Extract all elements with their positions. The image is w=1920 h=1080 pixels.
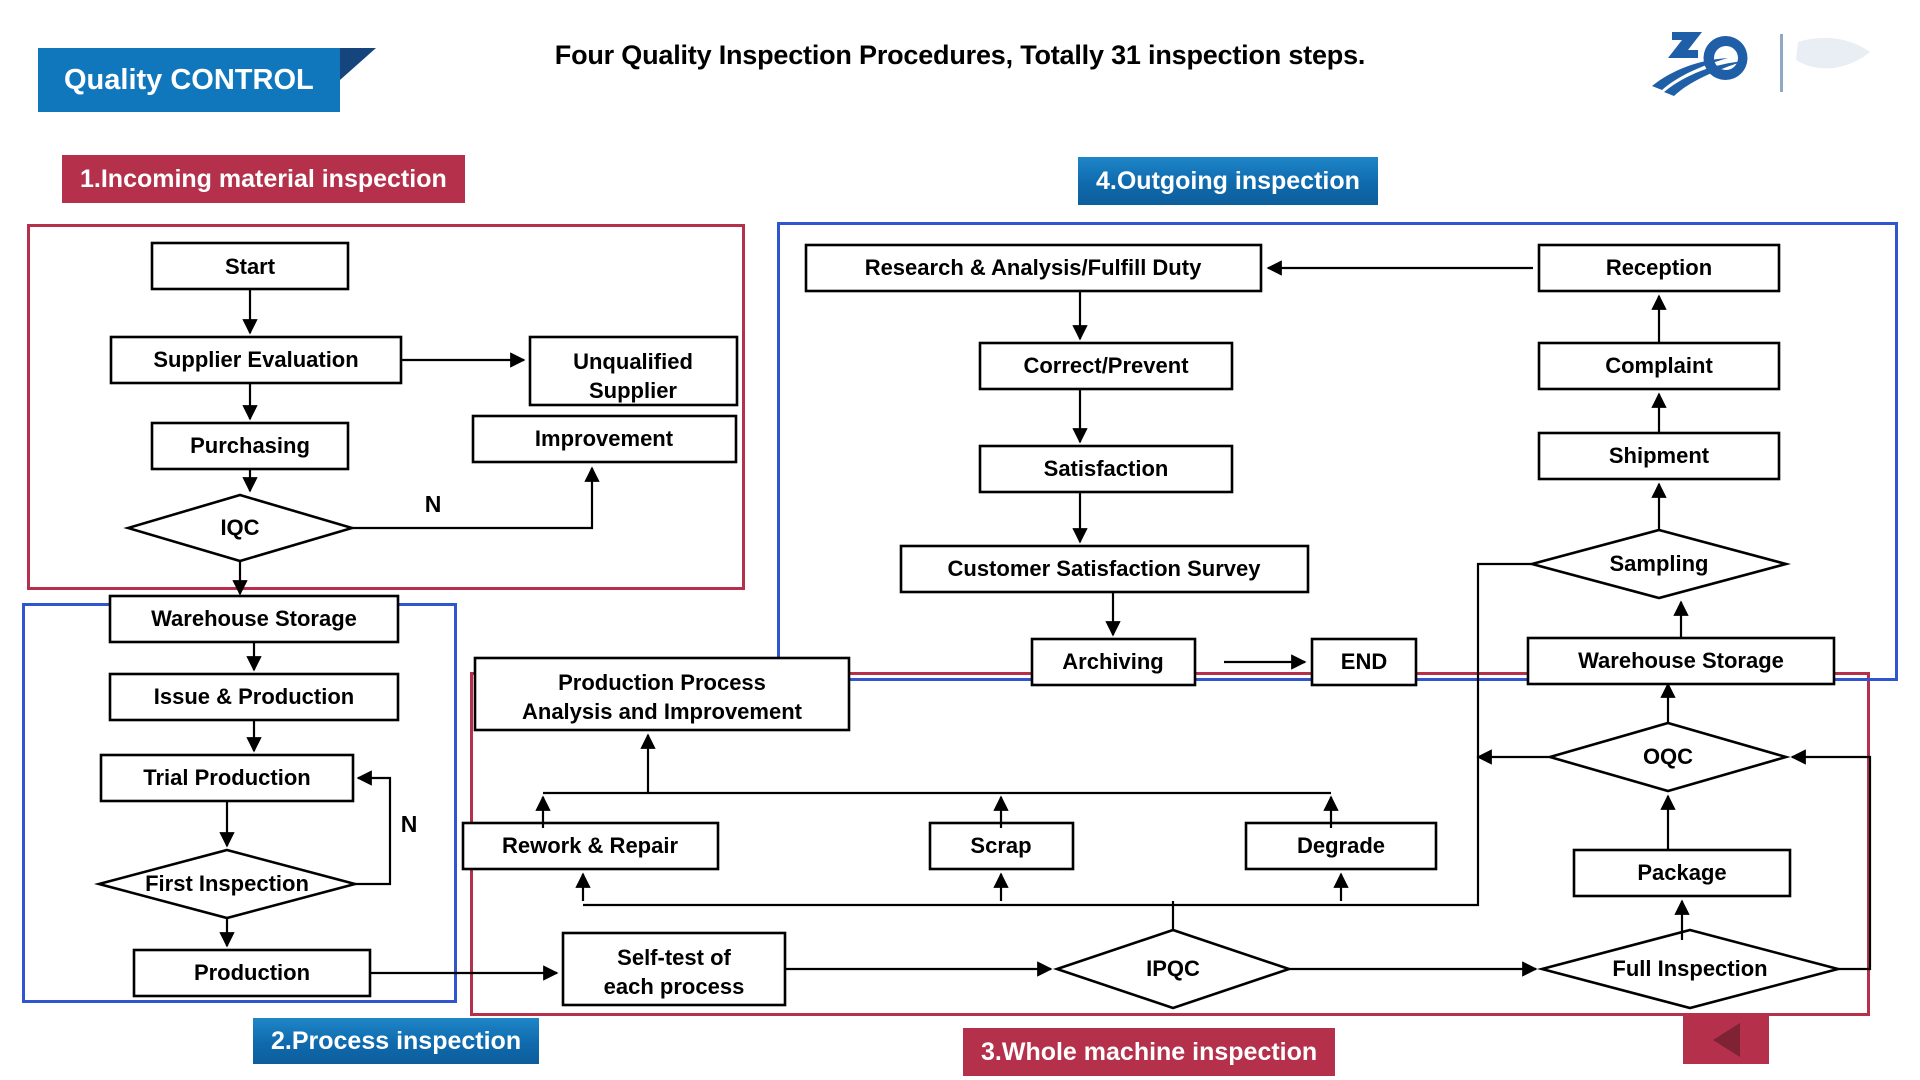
svg-text:Sampling: Sampling (1609, 551, 1708, 576)
svg-text:Purchasing: Purchasing (190, 433, 310, 458)
edge-sampling-reject-rail (1476, 562, 1532, 757)
svg-text:Improvement: Improvement (535, 426, 674, 451)
edge-label-first-inspection-no: N (401, 811, 418, 837)
node-shipment[interactable]: Shipment (1537, 431, 1781, 481)
banner-tail-shape (339, 48, 376, 112)
svg-text:Production: Production (194, 960, 310, 985)
node-archiving[interactable]: Archiving (1030, 637, 1197, 687)
node-end[interactable]: END (1310, 637, 1418, 687)
svg-text:OQC: OQC (1643, 744, 1693, 769)
svg-text:IPQC: IPQC (1146, 956, 1200, 981)
svg-text:Customer Satisfaction Survey: Customer Satisfaction Survey (948, 556, 1262, 581)
svg-text:Warehouse Storage: Warehouse Storage (1578, 648, 1784, 673)
node-degrade[interactable]: Degrade (1244, 821, 1438, 871)
node-rework-repair[interactable]: Rework & Repair (461, 821, 720, 871)
node-purchasing[interactable]: Purchasing (150, 421, 350, 471)
edge-iqc-no-to-improvement (352, 466, 600, 530)
svg-text:END: END (1341, 649, 1387, 674)
node-improvement[interactable]: Improvement (471, 414, 738, 464)
node-full-inspection[interactable]: Full Inspection (1536, 928, 1844, 1010)
section-badge-2: 2.Process inspection (253, 1018, 540, 1064)
edge-label-iqc-no: N (425, 491, 442, 517)
section-frame-incoming-material (27, 224, 745, 590)
section-badge-1: 1.Incoming material inspection (62, 155, 465, 203)
quality-control-banner: Quality CONTROL (38, 48, 376, 112)
back-navigation-button[interactable] (1683, 1016, 1769, 1064)
svg-text:Start: Start (225, 254, 276, 279)
node-customer-survey[interactable]: Customer Satisfaction Survey (899, 544, 1310, 594)
node-start[interactable]: Start (150, 241, 350, 291)
node-unqualified-supplier[interactable]: Unqualified Supplier (528, 335, 739, 407)
svg-text:Rework & Repair: Rework & Repair (502, 833, 678, 858)
node-production-process-analysis[interactable]: Production Process Analysis and Improvem… (473, 656, 851, 732)
svg-text:IQC: IQC (220, 515, 259, 540)
svg-text:Full Inspection: Full Inspection (1612, 956, 1767, 981)
node-scrap[interactable]: Scrap (928, 821, 1075, 871)
svg-text:First Inspection: First Inspection (145, 871, 309, 896)
svg-text:each process: each process (604, 974, 745, 999)
30-anniversary-logo (1652, 32, 1870, 96)
svg-text:Archiving: Archiving (1062, 649, 1163, 674)
node-sampling[interactable]: Sampling (1526, 528, 1792, 600)
svg-text:Shipment: Shipment (1609, 443, 1710, 468)
svg-text:Self-test of: Self-test of (617, 945, 731, 970)
node-package[interactable]: Package (1572, 848, 1792, 898)
svg-text:Trial Production: Trial Production (143, 765, 310, 790)
svg-text:Degrade: Degrade (1297, 833, 1385, 858)
node-first-inspection[interactable]: First Inspection (93, 848, 361, 920)
edge-full-inspection-loop-to-oqc (1790, 749, 1872, 971)
back-arrow-icon (1712, 1023, 1740, 1057)
node-research-analysis[interactable]: Research & Analysis/Fulfill Duty (804, 243, 1263, 293)
node-ipqc[interactable]: IPQC (1052, 928, 1294, 1010)
svg-text:Complaint: Complaint (1605, 353, 1713, 378)
svg-text:Supplier: Supplier (589, 378, 677, 403)
svg-text:Satisfaction: Satisfaction (1044, 456, 1169, 481)
svg-text:Issue & Production: Issue & Production (154, 684, 354, 709)
node-production[interactable]: Production (132, 948, 372, 998)
section-badge-4: 4.Outgoing inspection (1078, 157, 1378, 205)
svg-text:Unqualified: Unqualified (573, 349, 693, 374)
svg-text:Scrap: Scrap (970, 833, 1031, 858)
node-self-test[interactable]: Self-test of each process (561, 931, 787, 1007)
node-warehouse-storage-left[interactable]: Warehouse Storage (108, 594, 400, 644)
node-issue-production[interactable]: Issue & Production (108, 672, 400, 722)
node-reception[interactable]: Reception (1537, 243, 1781, 293)
svg-text:Warehouse Storage: Warehouse Storage (151, 606, 357, 631)
quality-control-banner-label: Quality CONTROL (38, 48, 340, 112)
node-correct-prevent[interactable]: Correct/Prevent (978, 341, 1234, 391)
page-title: Four Quality Inspection Procedures, Tota… (554, 40, 1366, 70)
svg-text:Reception: Reception (1606, 255, 1712, 280)
svg-text:Analysis and Improvement: Analysis and Improvement (522, 699, 803, 724)
section-badge-3: 3.Whole machine inspection (963, 1028, 1336, 1076)
node-supplier-evaluation[interactable]: Supplier Evaluation (109, 335, 403, 385)
svg-text:Package: Package (1637, 860, 1726, 885)
svg-text:Production Process: Production Process (558, 670, 766, 695)
svg-text:Correct/Prevent: Correct/Prevent (1023, 353, 1189, 378)
node-warehouse-storage-right[interactable]: Warehouse Storage (1526, 636, 1836, 686)
node-satisfaction[interactable]: Satisfaction (978, 444, 1234, 494)
svg-text:Research & Analysis/Fulfill Du: Research & Analysis/Fulfill Duty (865, 255, 1202, 280)
node-oqc[interactable]: OQC (1545, 721, 1791, 793)
edge-oqc-reject-down-rail (1341, 757, 1480, 907)
svg-text:Supplier Evaluation: Supplier Evaluation (153, 347, 358, 372)
edge-first-inspection-no-to-trial (355, 770, 392, 886)
node-iqc[interactable]: IQC (123, 493, 357, 563)
node-trial-production[interactable]: Trial Production (99, 753, 355, 803)
node-complaint[interactable]: Complaint (1537, 341, 1781, 391)
